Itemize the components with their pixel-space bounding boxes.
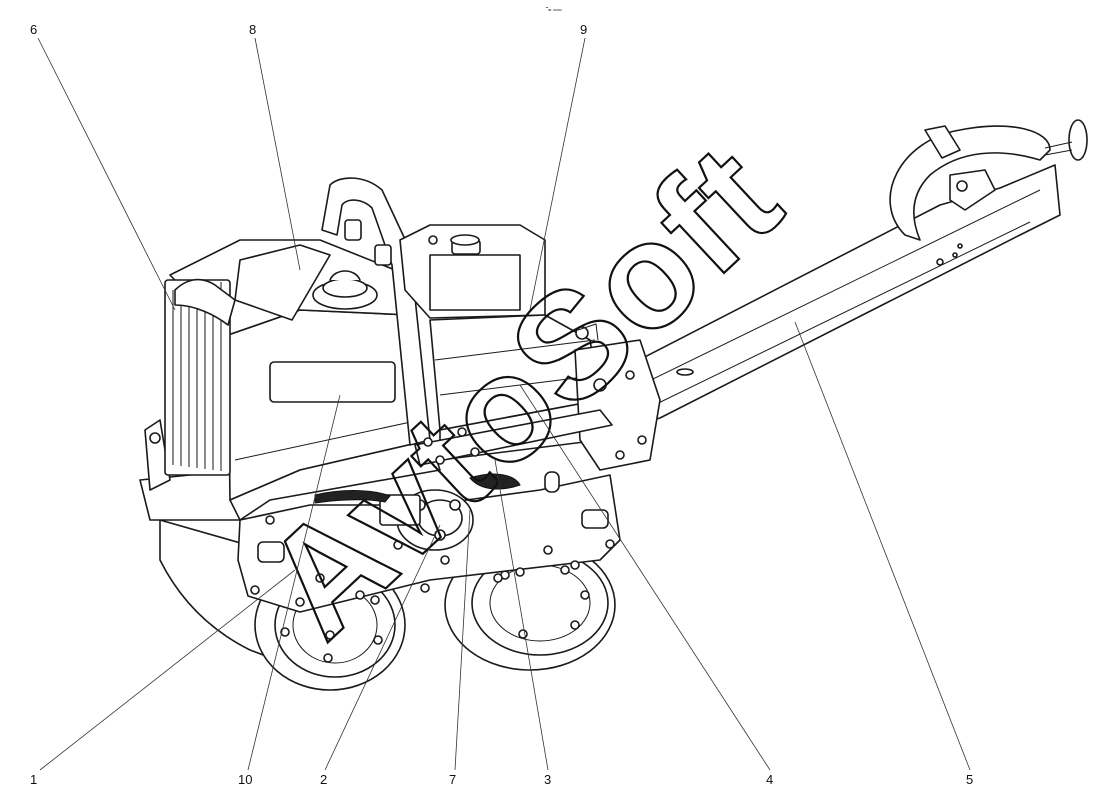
- fuel-tank: [399, 224, 546, 319]
- callout-1: 1: [30, 772, 37, 787]
- callout-9: 9: [580, 22, 587, 37]
- callout-labels: 6 8 9 1 10 2 7 3 4 5: [30, 22, 973, 787]
- callout-10: 10: [238, 772, 252, 787]
- corner-mark: ˭= ══: [546, 7, 562, 14]
- callout-4: 4: [766, 772, 773, 787]
- hydraulic-pump: [314, 471, 560, 551]
- callout-5: 5: [966, 772, 973, 787]
- callout-8: 8: [249, 22, 256, 37]
- cross-brace: [414, 409, 613, 466]
- callout-6: 6: [30, 22, 37, 37]
- cooling-fins: [164, 278, 236, 476]
- leader-lines: [37, 37, 971, 771]
- callout-2: 2: [320, 772, 327, 787]
- roller-machine-illustration: [139, 119, 1088, 691]
- engine-body: [164, 239, 441, 521]
- callout-3: 3: [544, 772, 551, 787]
- handle-bar: [599, 119, 1088, 431]
- callout-7: 7: [449, 772, 456, 787]
